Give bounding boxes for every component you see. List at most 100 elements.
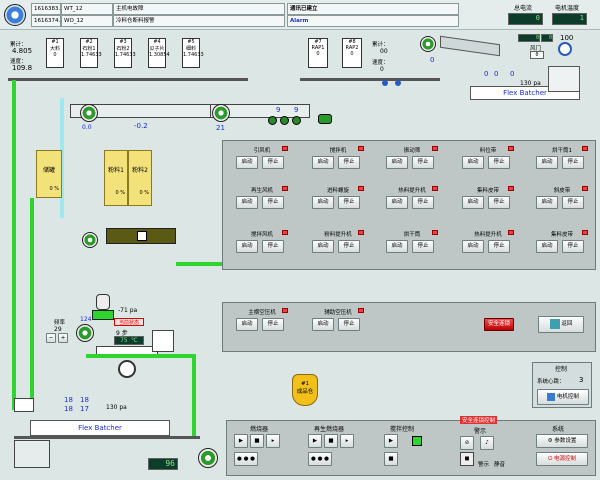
dryer-fan-b: 9 (294, 106, 299, 114)
stop-button[interactable]: 停止 (338, 318, 360, 331)
start-button[interactable]: 启动 (236, 318, 258, 331)
cumul-value-left: 4.805 (12, 47, 33, 55)
weighing-hopper[interactable] (106, 228, 176, 244)
regen-play-button[interactable]: ▶ (308, 434, 322, 448)
start-button[interactable]: 启动 (536, 196, 558, 209)
status-indicator (432, 146, 438, 151)
start-button[interactable]: 启动 (462, 156, 484, 169)
stop-button[interactable]: 停止 (562, 196, 584, 209)
control-group: 集料皮带启动停止 (532, 230, 592, 260)
powder-tank-1: 粉料1 0 % (104, 150, 128, 206)
return-button[interactable]: 返回 (538, 316, 584, 333)
safety-interlock-button[interactable]: 安全连锁 (484, 318, 514, 331)
stop-button[interactable]: 停止 (562, 156, 584, 169)
powder-tank-1-pct: 0 % (115, 190, 125, 196)
stop-button[interactable]: 停止 (262, 196, 284, 209)
control-group: 辅助空压机启动停止 (308, 308, 368, 338)
stop-button[interactable]: 停止 (338, 240, 360, 253)
freq-plus-button[interactable]: + (58, 333, 68, 343)
bottom-control-panel (226, 420, 596, 476)
start-button[interactable]: 启动 (386, 156, 408, 169)
stop-button[interactable]: 停止 (488, 156, 510, 169)
mix-play-button[interactable]: ▶ (384, 434, 398, 448)
control-group: 搅拌风机启动停止 (232, 230, 292, 260)
control-group: 烘干筒启动停止 (382, 230, 442, 260)
status-indicator (508, 230, 514, 235)
start-button[interactable]: 启动 (462, 240, 484, 253)
status-indicator (508, 146, 514, 151)
stop-button[interactable]: 停止 (488, 240, 510, 253)
bottom-hood (14, 398, 34, 412)
regen-stop-button[interactable]: ■ (324, 434, 338, 448)
stop-button[interactable]: 停止 (412, 156, 434, 169)
burner-next-button[interactable]: ▸ (266, 434, 280, 448)
stop-button[interactable]: 停止 (262, 318, 284, 331)
tank-green-pipe (30, 198, 34, 398)
storage-tank-pct: 0 % (49, 186, 59, 192)
control-group: 集料皮带启动停止 (458, 186, 518, 216)
motor-control-button[interactable]: 电机控制 (537, 389, 589, 405)
control-group-label: 主横空压机 (248, 310, 276, 316)
stop-button[interactable]: 停止 (412, 240, 434, 253)
start-button[interactable]: 启动 (312, 318, 334, 331)
stop-button[interactable]: 停止 (412, 196, 434, 209)
status-indicator (432, 230, 438, 235)
start-button[interactable]: 启动 (462, 196, 484, 209)
comm-status: 通讯已建立 (287, 3, 459, 15)
regen-dots-button[interactable]: ● ● ● (308, 452, 332, 466)
alarm-row2-desc: 冷料仓断料报警 (113, 15, 285, 27)
burner-dots-button[interactable]: ● ● ● (234, 452, 258, 466)
stop-button[interactable]: 停止 (262, 156, 284, 169)
stop-button[interactable]: 停止 (262, 240, 284, 253)
control-group: 进料螺旋启动停止 (308, 186, 368, 216)
stop-button[interactable]: 停止 (338, 156, 360, 169)
roller-1 (268, 116, 277, 125)
start-button[interactable]: 启动 (386, 196, 408, 209)
alarm-bell-button[interactable]: ♪ (480, 436, 494, 450)
freq-minus-button[interactable]: − (46, 333, 56, 343)
silo-name: 成品仓 (296, 389, 314, 395)
drum-count-a: 0 (484, 70, 489, 78)
start-button[interactable]: 启动 (536, 156, 558, 169)
motor-temp-label: 电机温度 (555, 5, 580, 12)
mixer-gate[interactable] (152, 330, 174, 352)
mix-status-indicator (412, 436, 422, 446)
start-button[interactable]: 启动 (312, 156, 334, 169)
drum-pump-a (382, 80, 388, 86)
dryer-fan-a: 9 (276, 106, 281, 114)
params-button[interactable]: ⚙ 参数设置 (536, 434, 588, 448)
start-button[interactable]: 启动 (236, 196, 258, 209)
start-button[interactable]: 启动 (312, 196, 334, 209)
status-indicator (508, 186, 514, 191)
stop-button[interactable]: 停止 (338, 196, 360, 209)
start-button[interactable]: 启动 (236, 156, 258, 169)
power-button[interactable]: ⏻ 电源控制 (536, 452, 588, 466)
storage-tank: 储罐 0 % (36, 150, 62, 198)
dryer-fan-icon (80, 104, 98, 122)
stop-button[interactable]: 停止 (562, 240, 584, 253)
start-button[interactable]: 启动 (386, 240, 408, 253)
header-bar: 1616383... WT_12 主机电故障 通讯已建立 1616374... … (0, 0, 600, 30)
start-button[interactable]: 启动 (236, 240, 258, 253)
start-button[interactable]: 启动 (536, 240, 558, 253)
mix-stop-button[interactable]: ■ (384, 452, 398, 466)
roller-2 (280, 116, 289, 125)
drum-pressure: 130 pa (520, 80, 541, 87)
finished-silo[interactable]: #1 成品仓 (292, 374, 318, 406)
start-button[interactable]: 启动 (312, 240, 334, 253)
burner-stop-button[interactable]: ■ (250, 434, 264, 448)
regen-next-button[interactable]: ▸ (340, 434, 354, 448)
stop-button[interactable]: 停止 (488, 196, 510, 209)
burner-play-button[interactable]: ▶ (234, 434, 248, 448)
alarm-ban-button[interactable]: ⊘ (460, 436, 474, 450)
dryer-right-duct (210, 104, 310, 118)
status-indicator (282, 146, 288, 151)
